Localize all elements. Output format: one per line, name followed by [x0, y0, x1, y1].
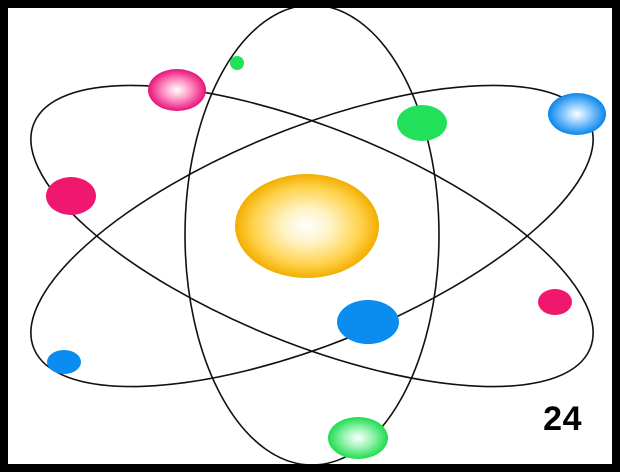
electron-blue-center [337, 300, 399, 344]
electron-green-small-top [230, 56, 244, 70]
page-number: 24 [543, 402, 582, 436]
electron-blue-bottom-left [47, 350, 81, 374]
electron-pink-top-left [148, 69, 206, 111]
electron-green-bottom [328, 417, 388, 459]
electron-magenta-left [46, 177, 96, 215]
electron-magenta-right [538, 289, 572, 315]
electron-blue-top-right [548, 93, 606, 135]
electron-green-top-right [397, 105, 447, 141]
nucleus-icon [235, 174, 379, 278]
